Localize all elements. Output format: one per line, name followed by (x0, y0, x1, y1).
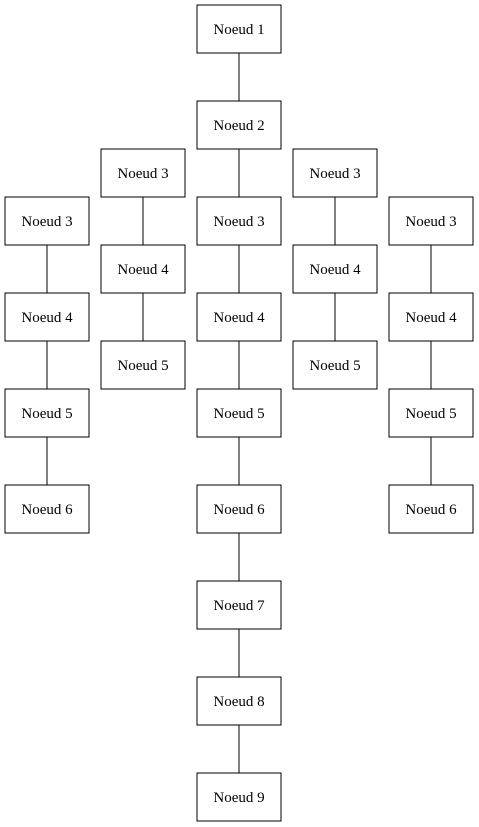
node-box (4, 196, 90, 246)
node-col-5-3: Noeud 5 (388, 388, 474, 438)
node-label: Noeud 3 (213, 214, 264, 230)
node-box (388, 388, 474, 438)
node-label: Noeud 3 (21, 214, 72, 230)
node-col-5-4: Noeud 6 (388, 484, 474, 534)
node-label: Noeud 9 (213, 790, 264, 806)
node-box (4, 292, 90, 342)
node-col-3-9: Noeud 9 (196, 772, 282, 822)
node-label: Noeud 5 (117, 358, 168, 374)
node-col-3-2: Noeud 2 (196, 100, 282, 150)
node-box (196, 292, 282, 342)
node-col-3-7: Noeud 7 (196, 580, 282, 630)
node-col-4-2: Noeud 4 (292, 244, 378, 294)
node-label: Noeud 5 (21, 406, 72, 422)
node-label: Noeud 6 (21, 502, 73, 518)
node-box (196, 4, 282, 54)
node-box (100, 244, 186, 294)
node-label: Noeud 3 (309, 166, 360, 182)
edges-layer (46, 53, 432, 773)
node-box (196, 100, 282, 150)
node-col-2-2: Noeud 4 (100, 244, 186, 294)
node-col-4-3: Noeud 5 (292, 340, 378, 390)
node-label: Noeud 1 (213, 22, 264, 38)
node-col-1-3: Noeud 5 (4, 388, 90, 438)
node-col-2-1: Noeud 3 (100, 148, 186, 198)
node-box (4, 484, 90, 534)
node-label: Noeud 8 (213, 694, 264, 710)
node-label: Noeud 3 (117, 166, 168, 182)
node-box (388, 292, 474, 342)
node-box (100, 148, 186, 198)
node-col-3-4: Noeud 4 (196, 292, 282, 342)
node-label: Noeud 5 (213, 406, 264, 422)
node-col-5-2: Noeud 4 (388, 292, 474, 342)
node-col-2-3: Noeud 5 (100, 340, 186, 390)
node-col-4-1: Noeud 3 (292, 148, 378, 198)
node-label: Noeud 4 (213, 310, 265, 326)
node-col-1-4: Noeud 6 (4, 484, 90, 534)
node-label: Noeud 4 (309, 262, 361, 278)
node-col-5-1: Noeud 3 (388, 196, 474, 246)
node-box (196, 676, 282, 726)
node-box (4, 388, 90, 438)
node-label: Noeud 5 (309, 358, 360, 374)
node-box (196, 580, 282, 630)
nodes-layer: Noeud 3 Noeud 4 Noeud 5 Noeud 6 Noeud 3 Noeud… (4, 4, 474, 822)
node-col-3-6: Noeud 6 (196, 484, 282, 534)
node-col-3-8: Noeud 8 (196, 676, 282, 726)
node-label: Noeud 2 (213, 118, 264, 134)
node-box (292, 148, 378, 198)
node-label: Noeud 6 (213, 502, 265, 518)
node-label: Noeud 7 (213, 598, 265, 614)
node-col-1-1: Noeud 3 (4, 196, 90, 246)
node-box (292, 244, 378, 294)
node-col-1-2: Noeud 4 (4, 292, 90, 342)
node-box (100, 340, 186, 390)
node-label: Noeud 5 (405, 406, 456, 422)
node-label: Noeud 3 (405, 214, 456, 230)
node-box (196, 196, 282, 246)
node-box (196, 484, 282, 534)
node-box (388, 196, 474, 246)
node-col-3-1: Noeud 1 (196, 4, 282, 54)
node-label: Noeud 6 (405, 502, 457, 518)
node-col-3-5: Noeud 5 (196, 388, 282, 438)
node-box (292, 340, 378, 390)
node-label: Noeud 4 (405, 310, 457, 326)
node-box (196, 388, 282, 438)
node-col-3-3: Noeud 3 (196, 196, 282, 246)
node-label: Noeud 4 (21, 310, 73, 326)
node-label: Noeud 4 (117, 262, 169, 278)
node-box (388, 484, 474, 534)
node-box (196, 772, 282, 822)
